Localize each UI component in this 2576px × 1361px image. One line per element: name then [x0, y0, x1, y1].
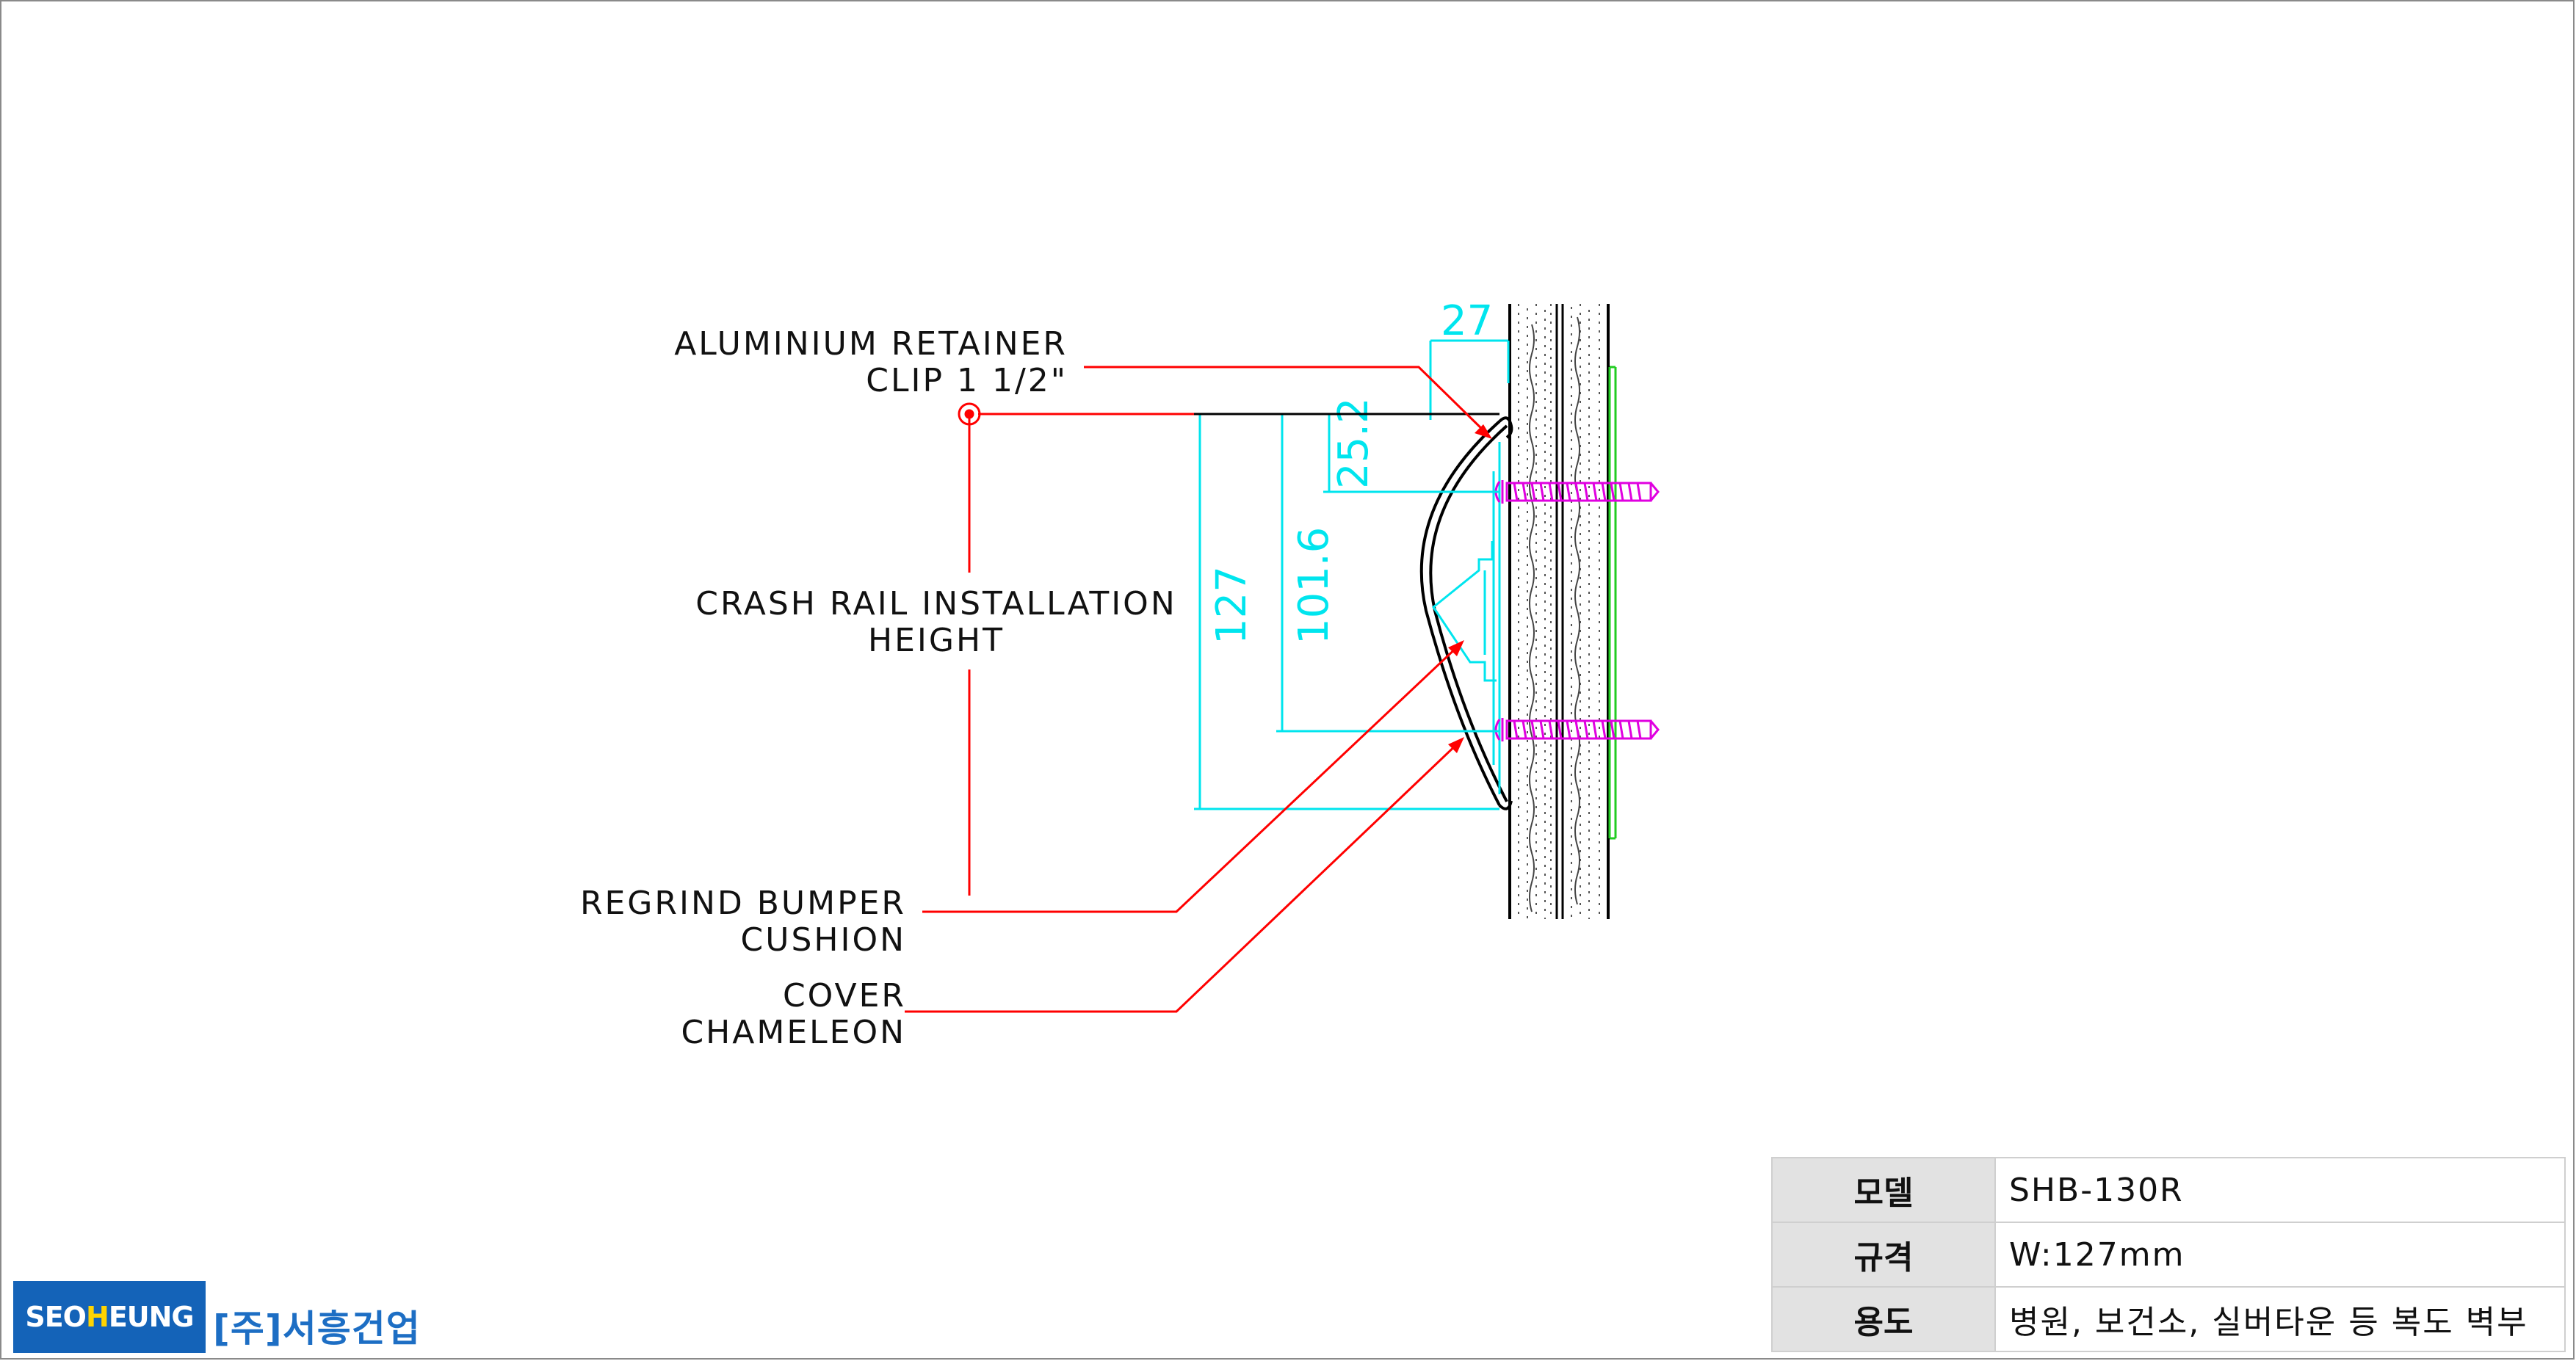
- spec-value-size: W:127mm: [1994, 1222, 2566, 1288]
- logo-text-start: SEO: [25, 1301, 87, 1333]
- spec-key-usage: 용도: [1771, 1286, 1996, 1352]
- dim-127: 127: [1208, 566, 1256, 645]
- dim-27: 27: [1441, 297, 1493, 345]
- dim-101-6: 101.6: [1290, 527, 1338, 645]
- spec-value-model: SHB-130R: [1994, 1157, 2566, 1223]
- callout-bumper-cushion: REGRIND BUMPER CUSHION: [560, 885, 906, 959]
- callout-retainer-line1: ALUMINIUM RETAINER: [674, 325, 1068, 363]
- company-name: [주]서흥건업: [213, 1307, 421, 1350]
- spec-table: 모델 SHB-130R 규격 W:127mm 용도 병원, 보건소, 실버타운 …: [1771, 1157, 2566, 1352]
- callout-cover-line1: COVER: [782, 977, 906, 1015]
- dim-25-2: 25.2: [1330, 397, 1378, 489]
- callout-retainer-clip: ALUMINIUM RETAINER CLIP 1 1/2": [633, 326, 1068, 399]
- callout-cover-line2: CHAMELEON: [681, 1014, 906, 1051]
- upper-screw: [1494, 480, 1660, 504]
- callout-retainer-line2: CLIP 1 1/2": [866, 362, 1068, 399]
- spec-key-model: 모델: [1771, 1157, 1996, 1223]
- leader-lines: [905, 366, 1489, 1013]
- callout-height-line1: CRASH RAIL INSTALLATION: [695, 585, 1177, 623]
- datum-target-icon: [958, 402, 981, 426]
- bumper-cover: [1419, 416, 1513, 810]
- callout-cover: COVER CHAMELEON: [560, 978, 906, 1051]
- logo-text-end: EUNG: [108, 1301, 195, 1333]
- company-logo: SEOHEUNG: [13, 1281, 206, 1353]
- callout-cushion-line1: REGRIND BUMPER: [579, 885, 906, 922]
- wall-section: [1508, 304, 1610, 919]
- spec-row-model: 모델 SHB-130R: [1771, 1157, 2566, 1223]
- spec-value-usage: 병원, 보건소, 실버타운 등 복도 벽부: [1994, 1286, 2566, 1352]
- spec-row-usage: 용도 병원, 보건소, 실버타운 등 복도 벽부: [1771, 1286, 2566, 1352]
- lower-screw: [1494, 718, 1660, 741]
- wall-finish-layer: [1608, 366, 1617, 840]
- callout-height-line2: HEIGHT: [868, 622, 1005, 659]
- logo-text-highlight: H: [86, 1301, 109, 1333]
- spec-row-size: 규격 W:127mm: [1771, 1222, 2566, 1288]
- dimension-lines: [1194, 339, 1510, 810]
- callout-cushion-line2: CUSHION: [740, 921, 906, 959]
- bumper-cushion: [1431, 442, 1501, 794]
- spec-key-size: 규격: [1771, 1222, 1996, 1288]
- leader-arrowheads: [1448, 424, 1492, 753]
- callout-install-height: CRASH RAIL INSTALLATION HEIGHT: [677, 586, 1195, 659]
